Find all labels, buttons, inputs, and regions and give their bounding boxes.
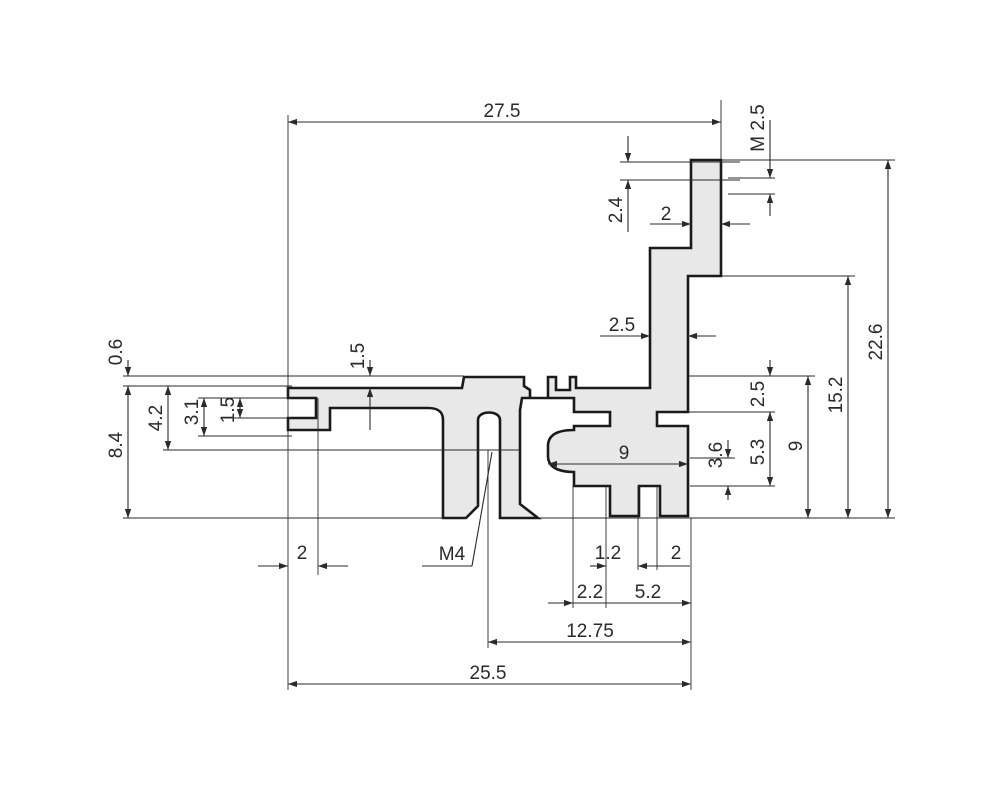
dim-22-6: 22.6	[866, 324, 887, 361]
dim-2-5-wall: 2.5	[609, 315, 635, 336]
dim-0-6: 0.6	[106, 339, 127, 365]
dim-4-2: 4.2	[146, 405, 167, 431]
dim-9-slot: 9	[619, 443, 630, 464]
dim-2-5-right: 2.5	[748, 381, 769, 407]
dim-3-1: 3.1	[182, 399, 203, 425]
dimension-lines	[124, 118, 892, 688]
aluminium-profile-section	[286, 158, 723, 520]
dim-1-5-left: 1.5	[218, 397, 239, 423]
callout-m4: M4	[439, 544, 466, 565]
dim-2-4: 2.4	[606, 196, 627, 223]
dim-2-tab: 2	[661, 204, 672, 225]
callout-m2-5: M 2.5	[748, 104, 769, 152]
dim-27-5: 27.5	[484, 101, 521, 122]
dim-2-slot: 2	[671, 543, 682, 564]
dim-8-4: 8.4	[106, 431, 127, 458]
dimension-labels: 27.5 25.5 12.75 2.2 5.2 1.2 2 2 M4 9 2.5…	[106, 101, 887, 684]
m4-leader	[422, 451, 493, 567]
dim-15-2: 15.2	[826, 377, 847, 414]
dim-5-3: 5.3	[748, 439, 769, 465]
dim-5-2: 5.2	[635, 582, 661, 603]
dim-1-2: 1.2	[595, 543, 621, 564]
extension-lines	[123, 100, 895, 690]
dim-1-5-top: 1.5	[348, 343, 369, 369]
dim-9-height: 9	[786, 441, 807, 452]
dim-12-75: 12.75	[566, 621, 614, 642]
dim-2-bottom-left: 2	[297, 543, 308, 564]
dim-2-2: 2.2	[577, 582, 603, 603]
dim-3-6: 3.6	[706, 442, 727, 468]
dim-25-5: 25.5	[470, 663, 507, 684]
